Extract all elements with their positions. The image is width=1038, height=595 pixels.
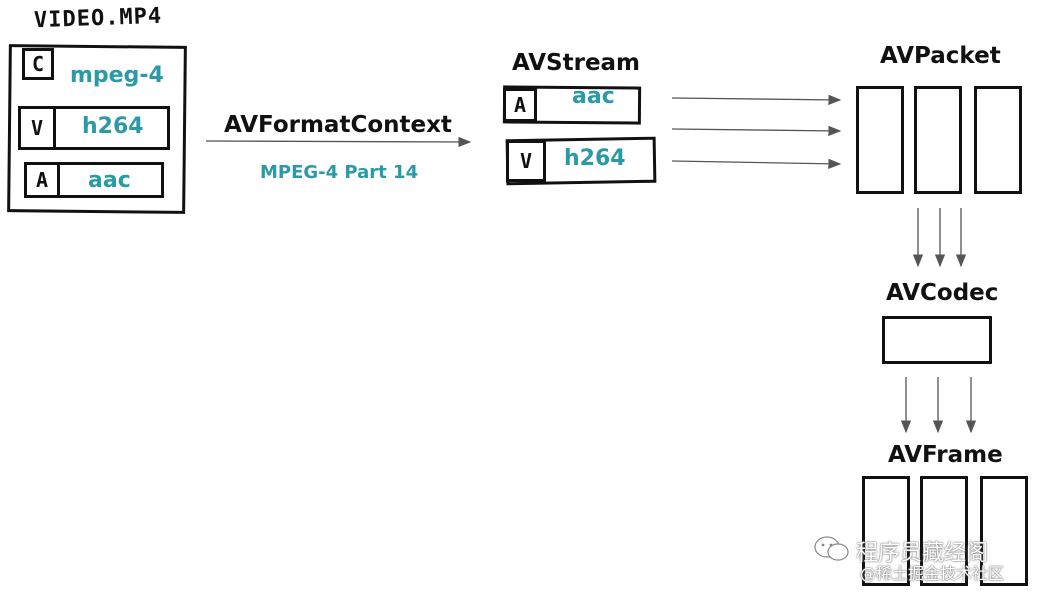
format-context-arrow: [205, 136, 472, 148]
frame-block: [980, 476, 1028, 586]
stream-audio-tag: A: [503, 88, 537, 122]
packet-block: [856, 86, 904, 194]
frame-title: AVFrame: [888, 442, 1003, 468]
codec-block: [882, 316, 992, 364]
video-tag: V: [18, 106, 56, 150]
stream-to-packet-arrow: [671, 94, 842, 106]
wechat-icon: [814, 536, 849, 561]
frame-block: [920, 476, 968, 586]
stream-video-tag: V: [506, 140, 546, 182]
packet-block: [914, 86, 962, 194]
container-tag: C: [22, 48, 54, 80]
stream-to-packet-arrow: [671, 158, 842, 169]
stream-audio-label: aac: [572, 84, 615, 109]
audio-codec-label: aac: [88, 168, 131, 193]
codec-title: AVCodec: [886, 280, 999, 306]
packet-block: [974, 86, 1022, 194]
packet-title: AVPacket: [880, 43, 1001, 69]
stream-title: AVStream: [512, 50, 641, 76]
watermark-subtitle: @稀土掘金技术社区: [860, 564, 1005, 583]
format-context-subtitle: MPEG-4 Part 14: [260, 162, 419, 183]
stream-video-label: h264: [564, 146, 626, 171]
audio-tag: A: [24, 162, 60, 198]
frame-block: [862, 476, 910, 586]
container-codec-label: mpeg-4: [70, 63, 164, 88]
format-context-title: AVFormatContext: [224, 112, 452, 138]
video-codec-label: h264: [82, 114, 144, 139]
stream-to-packet-arrow: [671, 125, 842, 137]
watermark-title: 程序员藏经阁: [856, 541, 989, 566]
